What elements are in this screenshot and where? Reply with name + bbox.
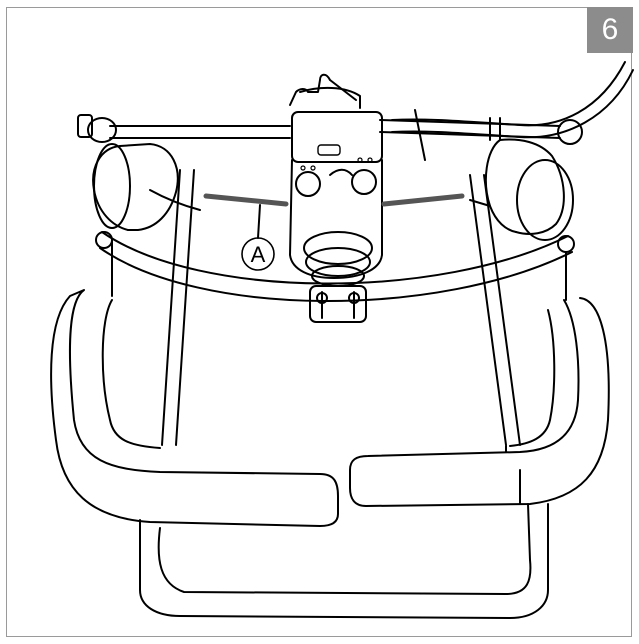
tiller-knob [303, 231, 373, 323]
left-grip-cylinder [92, 143, 201, 231]
left-handlebar [50, 239, 339, 527]
top-crossbar [77, 109, 583, 161]
callout-a-marker [241, 204, 275, 271]
right-grip-cylinder [469, 138, 574, 241]
callout-a-label: A [251, 242, 266, 267]
side-wires [203, 193, 465, 207]
power-cable [391, 61, 634, 139]
bottom-frame [139, 445, 549, 619]
vertical-tubes [161, 169, 521, 446]
figure-number-badge: 6 [587, 7, 633, 53]
right-handlebar [349, 251, 610, 507]
control-box [289, 73, 383, 279]
